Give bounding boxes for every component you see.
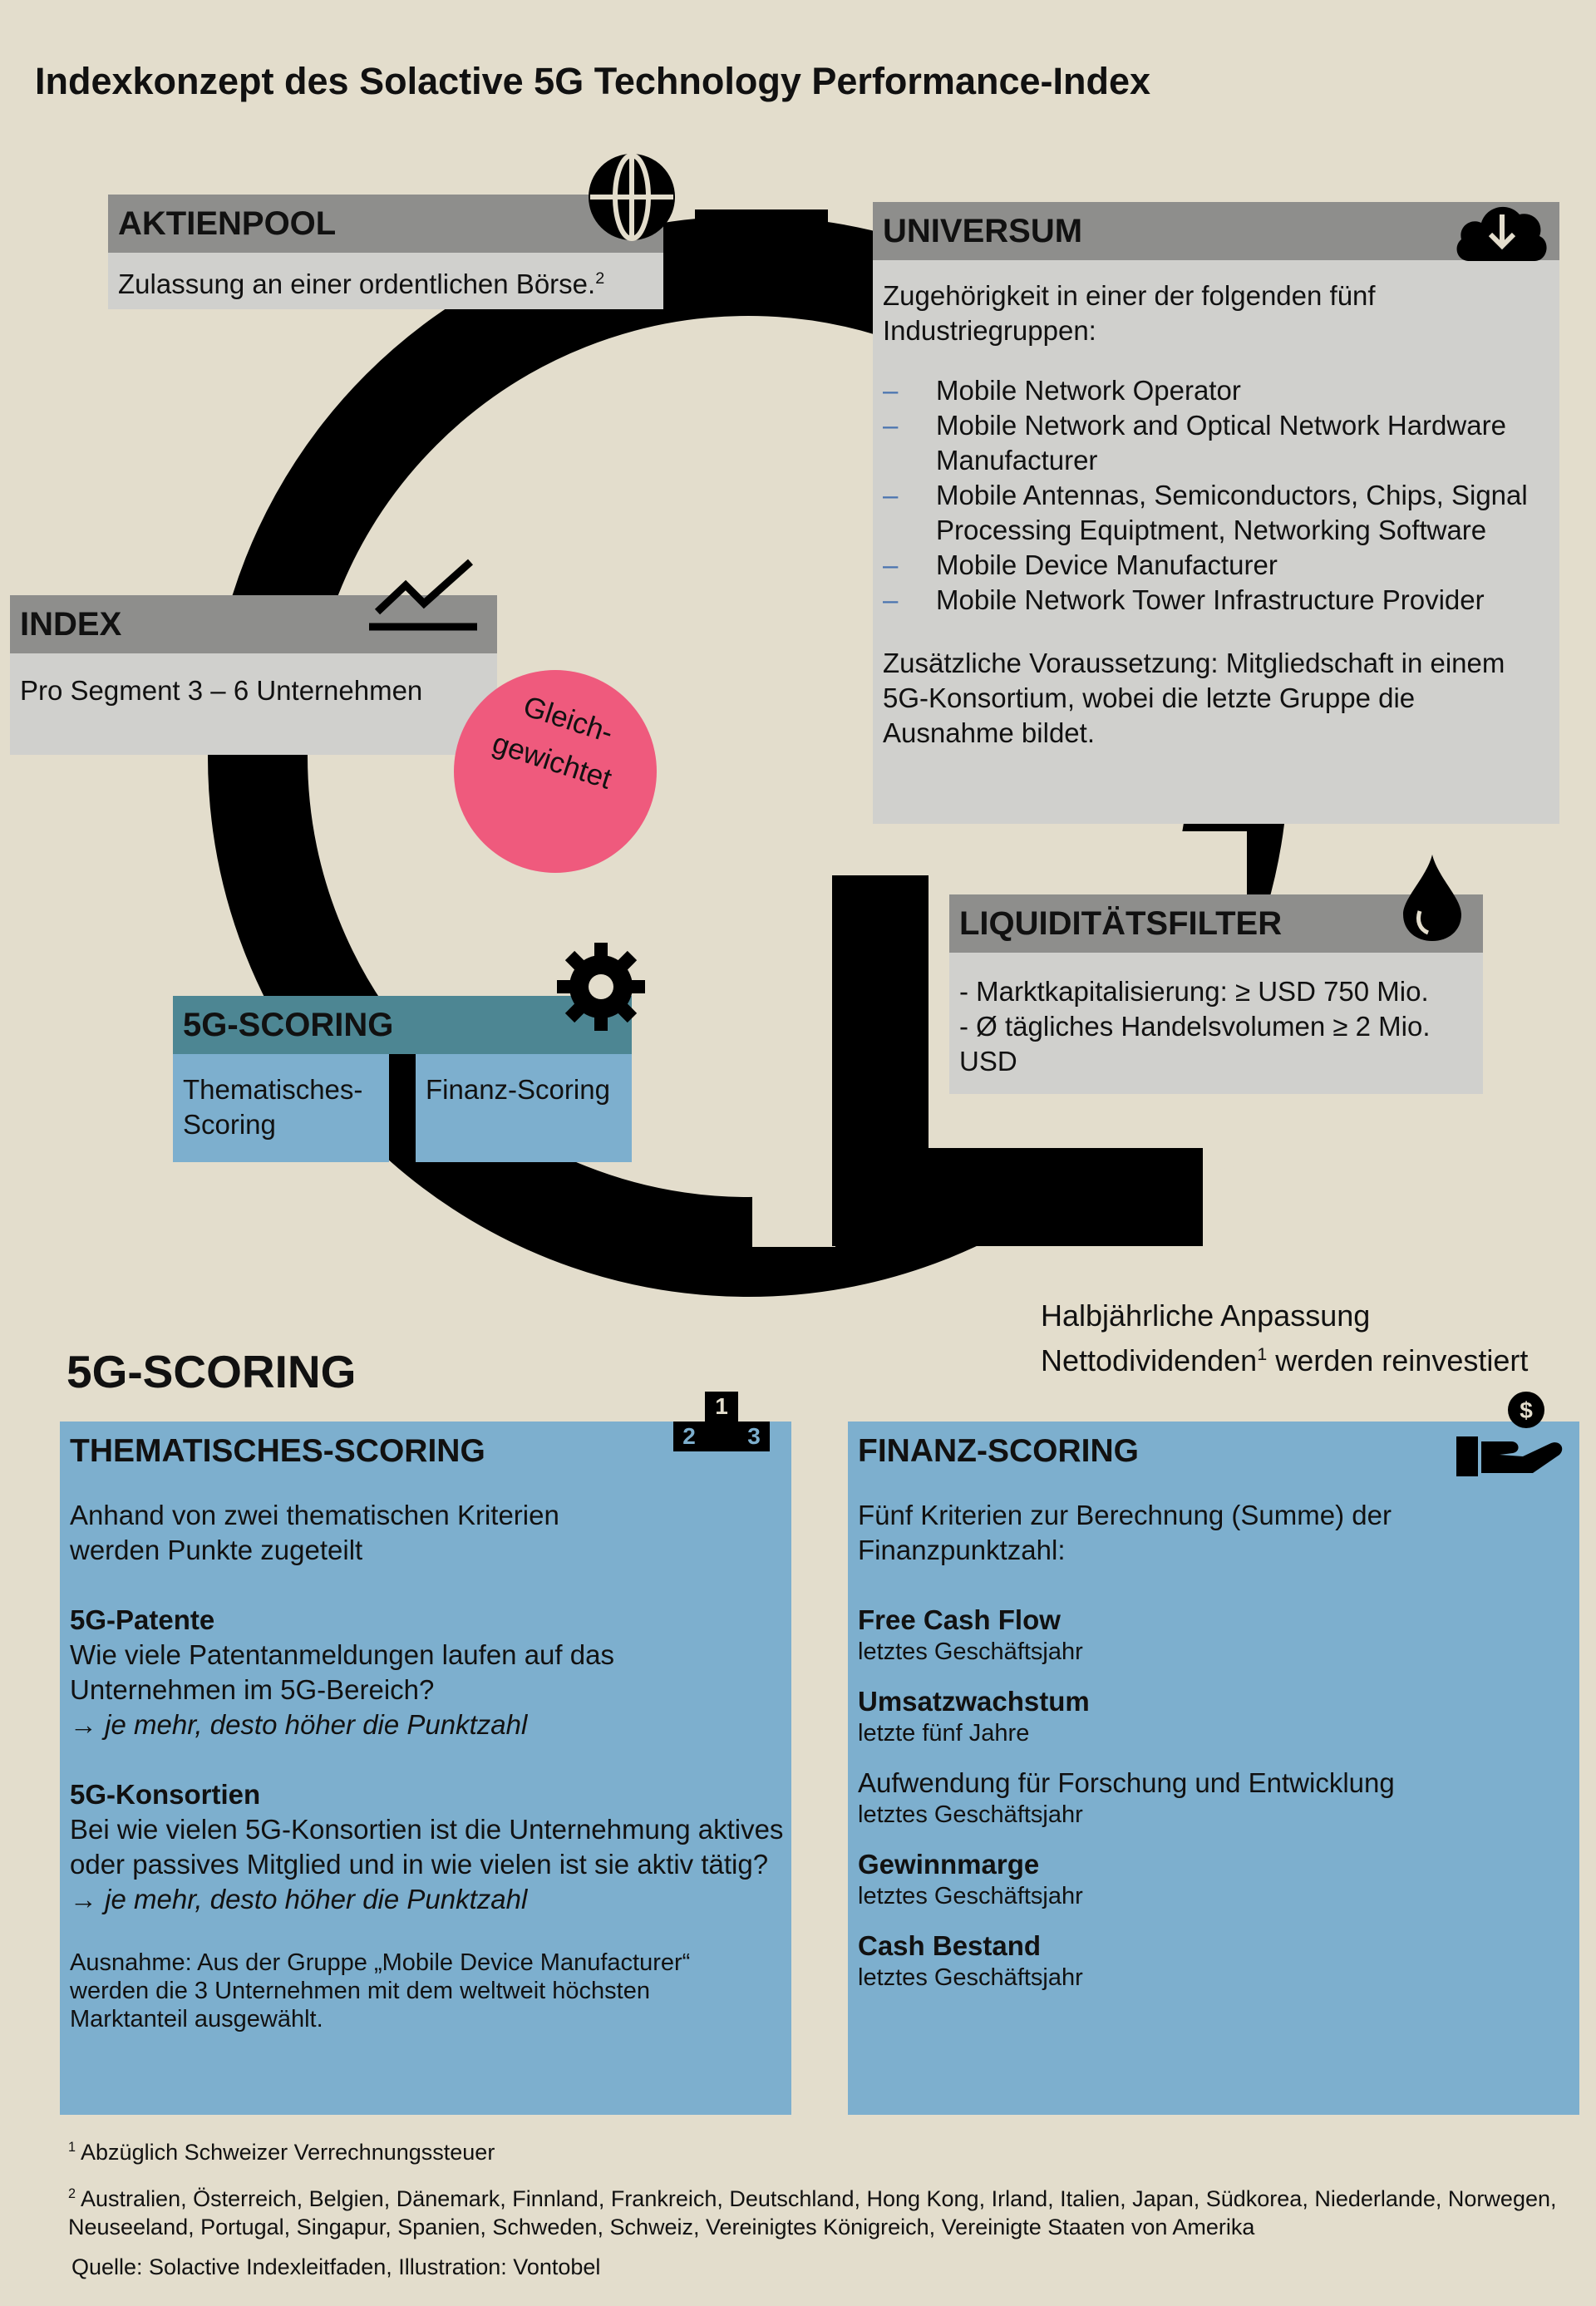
- chart-line-icon: [369, 559, 477, 631]
- scoring-box-header: 5G-SCORING: [173, 996, 632, 1054]
- aktienpool-box: Zulassung an einer ordentlichen Börse.2: [108, 253, 663, 309]
- equal-weight-badge: Gleich- gewichtet: [454, 670, 657, 873]
- universum-header: UNIVERSUM: [873, 202, 1559, 260]
- finanz-criterion-title: Umsatzwachstum: [858, 1686, 1090, 1717]
- finanz-title: FINANZ-SCORING: [858, 1433, 1139, 1469]
- aktienpool-text: Zulassung an einer ordentlichen Börse.: [118, 269, 596, 299]
- podium-step-2: 2: [673, 1422, 705, 1451]
- thematic-c2-text: Bei wie vielen 5G-Konsortien ist die Unt…: [70, 1814, 784, 1880]
- finanz-panel: FINANZ-SCORING Fünf Kriterien zur Berech…: [848, 1422, 1579, 2115]
- universum-title: UNIVERSUM: [883, 212, 1083, 249]
- liquid-line2: - Ø tägliches Handelsvolumen ≥ 2 Mio. US…: [959, 1011, 1431, 1077]
- index-title: INDEX: [20, 605, 122, 643]
- thematic-c2-title: 5G-Konsortien: [70, 1779, 261, 1810]
- finanz-intro: Fünf Kriterien zur Berechnung (Summe) de…: [858, 1500, 1392, 1565]
- liquid-title: LIQUIDITÄTSFILTER: [959, 904, 1283, 942]
- footnote-1-text: Abzüglich Schweizer Verrechnungssteuer: [81, 2140, 495, 2165]
- finanz-criterion: Gewinnmarge letztes Geschäftsjahr: [858, 1847, 1569, 1910]
- thematic-c2: 5G-Konsortien Bei wie vielen 5G-Konsorti…: [70, 1777, 783, 1917]
- finanz-criterion-title: Aufwendung für Forschung und Entwicklung: [858, 1767, 1395, 1798]
- list-item: Mobile Network and Optical Network Hardw…: [883, 408, 1549, 478]
- finanz-criterion-sub: letztes Geschäftsjahr: [858, 1964, 1083, 1991]
- liquid-box: - Marktkapitalisierung: ≥ USD 750 Mio. -…: [949, 953, 1483, 1094]
- universum-box: Zugehörigkeit in einer der folgenden fün…: [873, 260, 1559, 824]
- scoring-box-title: 5G-SCORING: [183, 1006, 394, 1043]
- money-hand-icon: $: [1456, 1392, 1563, 1476]
- finanz-criterion-sub: letztes Geschäftsjahr: [858, 1883, 1083, 1909]
- adjustment-line2: Nettodividenden1 werden reinvestiert: [1041, 1335, 1528, 1380]
- index-text: Pro Segment 3 – 6 Unternehmen: [20, 675, 423, 706]
- finanz-criterion-sub: letzte fünf Jahre: [858, 1720, 1030, 1747]
- finanz-criterion: Free Cash Flow letztes Geschäftsjahr: [858, 1603, 1569, 1666]
- finanz-criterion: Cash Bestand letztes Geschäftsjahr: [858, 1929, 1569, 1992]
- svg-text:$: $: [1520, 1397, 1533, 1423]
- cloud-download-icon: [1456, 206, 1547, 261]
- aktienpool-sup: 2: [595, 269, 605, 288]
- list-item: Mobile Network Tower Infrastructure Prov…: [883, 583, 1549, 618]
- aktienpool-title: AKTIENPOOL: [118, 204, 337, 242]
- thematic-c1-text: Wie viele Patentanmeldungen laufen auf d…: [70, 1639, 614, 1705]
- footnote-2-num: 2: [68, 2186, 76, 2201]
- podium-icon: 2 1 3: [673, 1392, 770, 1451]
- thematic-title: THEMATISCHES-SCORING: [70, 1433, 485, 1469]
- scoring-box-left: Thematisches-Scoring: [173, 1054, 389, 1162]
- finanz-criterion-title: Free Cash Flow: [858, 1604, 1061, 1635]
- source-note: Quelle: Solactive Indexleitfaden, Illust…: [71, 2254, 601, 2279]
- scoring-box-right: Finanz-Scoring: [416, 1054, 632, 1162]
- adjustment-line1: Halbjährliche Anpassung: [1041, 1298, 1371, 1333]
- list-item: Mobile Network Operator: [883, 373, 1549, 408]
- footnote-2: 2 Australien, Österreich, Belgien, Dänem…: [68, 2180, 1564, 2241]
- finanz-criterion: Aufwendung für Forschung und Entwicklung…: [858, 1766, 1569, 1829]
- liquid-line1: - Marktkapitalisierung: ≥ USD 750 Mio.: [959, 976, 1429, 1007]
- podium-step-3: 3: [738, 1422, 770, 1451]
- adjustment-line2-sup: 1: [1257, 1343, 1268, 1364]
- podium-step-1: 1: [705, 1392, 738, 1451]
- scoring-box-right-text: Finanz-Scoring: [426, 1074, 610, 1105]
- universum-extra: Zusätzliche Voraussetzung: Mitgliedschaf…: [883, 648, 1505, 748]
- finanz-criterion-sub: letztes Geschäftsjahr: [858, 1638, 1083, 1665]
- adjustment-note: Halbjährliche Anpassung Nettodividenden1…: [1041, 1297, 1528, 1380]
- globe-icon: [589, 153, 675, 241]
- list-item: Mobile Antennas, Semiconductors, Chips, …: [883, 478, 1549, 548]
- footnote-1-num: 1: [68, 2140, 76, 2155]
- universum-list: Mobile Network Operator Mobile Network a…: [883, 373, 1549, 618]
- finanz-criterion-title: Gewinnmarge: [858, 1849, 1040, 1880]
- adjustment-line2-a: Nettodividenden: [1041, 1343, 1258, 1377]
- thematic-c1: 5G-Patente Wie viele Patentanmeldungen l…: [70, 1603, 781, 1742]
- page-title: Indexkonzept des Solactive 5G Technology…: [35, 60, 1151, 102]
- finanz-criterion: Umsatzwachstum letzte fünf Jahre: [858, 1684, 1569, 1747]
- adjustment-line2-b: werden reinvestiert: [1267, 1343, 1529, 1377]
- arrow-head-horizontal: [832, 1148, 1203, 1246]
- index-box: Pro Segment 3 – 6 Unternehmen: [10, 653, 497, 755]
- footnote-2-text: Australien, Österreich, Belgien, Dänemar…: [68, 2186, 1557, 2239]
- universum-intro: Zugehörigkeit in einer der folgenden fün…: [883, 280, 1376, 346]
- thematic-panel: THEMATISCHES-SCORING Anhand von zwei the…: [60, 1422, 791, 2115]
- finanz-criterion-title: Cash Bestand: [858, 1930, 1042, 1961]
- thematic-c1-title: 5G-Patente: [70, 1604, 215, 1635]
- drop-icon: [1403, 855, 1461, 941]
- thematic-note: Ausnahme: Aus der Gruppe „Mobile Device …: [70, 1949, 691, 2033]
- list-item: Mobile Device Manufacturer: [883, 548, 1549, 583]
- thematic-intro: Anhand von zwei thematischen Kriterien w…: [70, 1500, 559, 1565]
- scoring-box-left-text: Thematisches-Scoring: [183, 1074, 363, 1140]
- finanz-criterion-sub: letztes Geschäftsjahr: [858, 1801, 1083, 1828]
- section-title: 5G-SCORING: [66, 1346, 357, 1397]
- liquid-header: LIQUIDITÄTSFILTER: [949, 894, 1483, 953]
- ring-top-stub: [695, 209, 828, 309]
- thematic-c1-arrow: → je mehr, desto höher die Punktzahl: [70, 1709, 528, 1740]
- thematic-c2-arrow: → je mehr, desto höher die Punktzahl: [70, 1884, 528, 1914]
- aktienpool-header: AKTIENPOOL: [108, 195, 663, 253]
- footnote-1: 1 Abzüglich Schweizer Verrechnungssteuer: [68, 2133, 495, 2166]
- gear-icon: [557, 943, 645, 1031]
